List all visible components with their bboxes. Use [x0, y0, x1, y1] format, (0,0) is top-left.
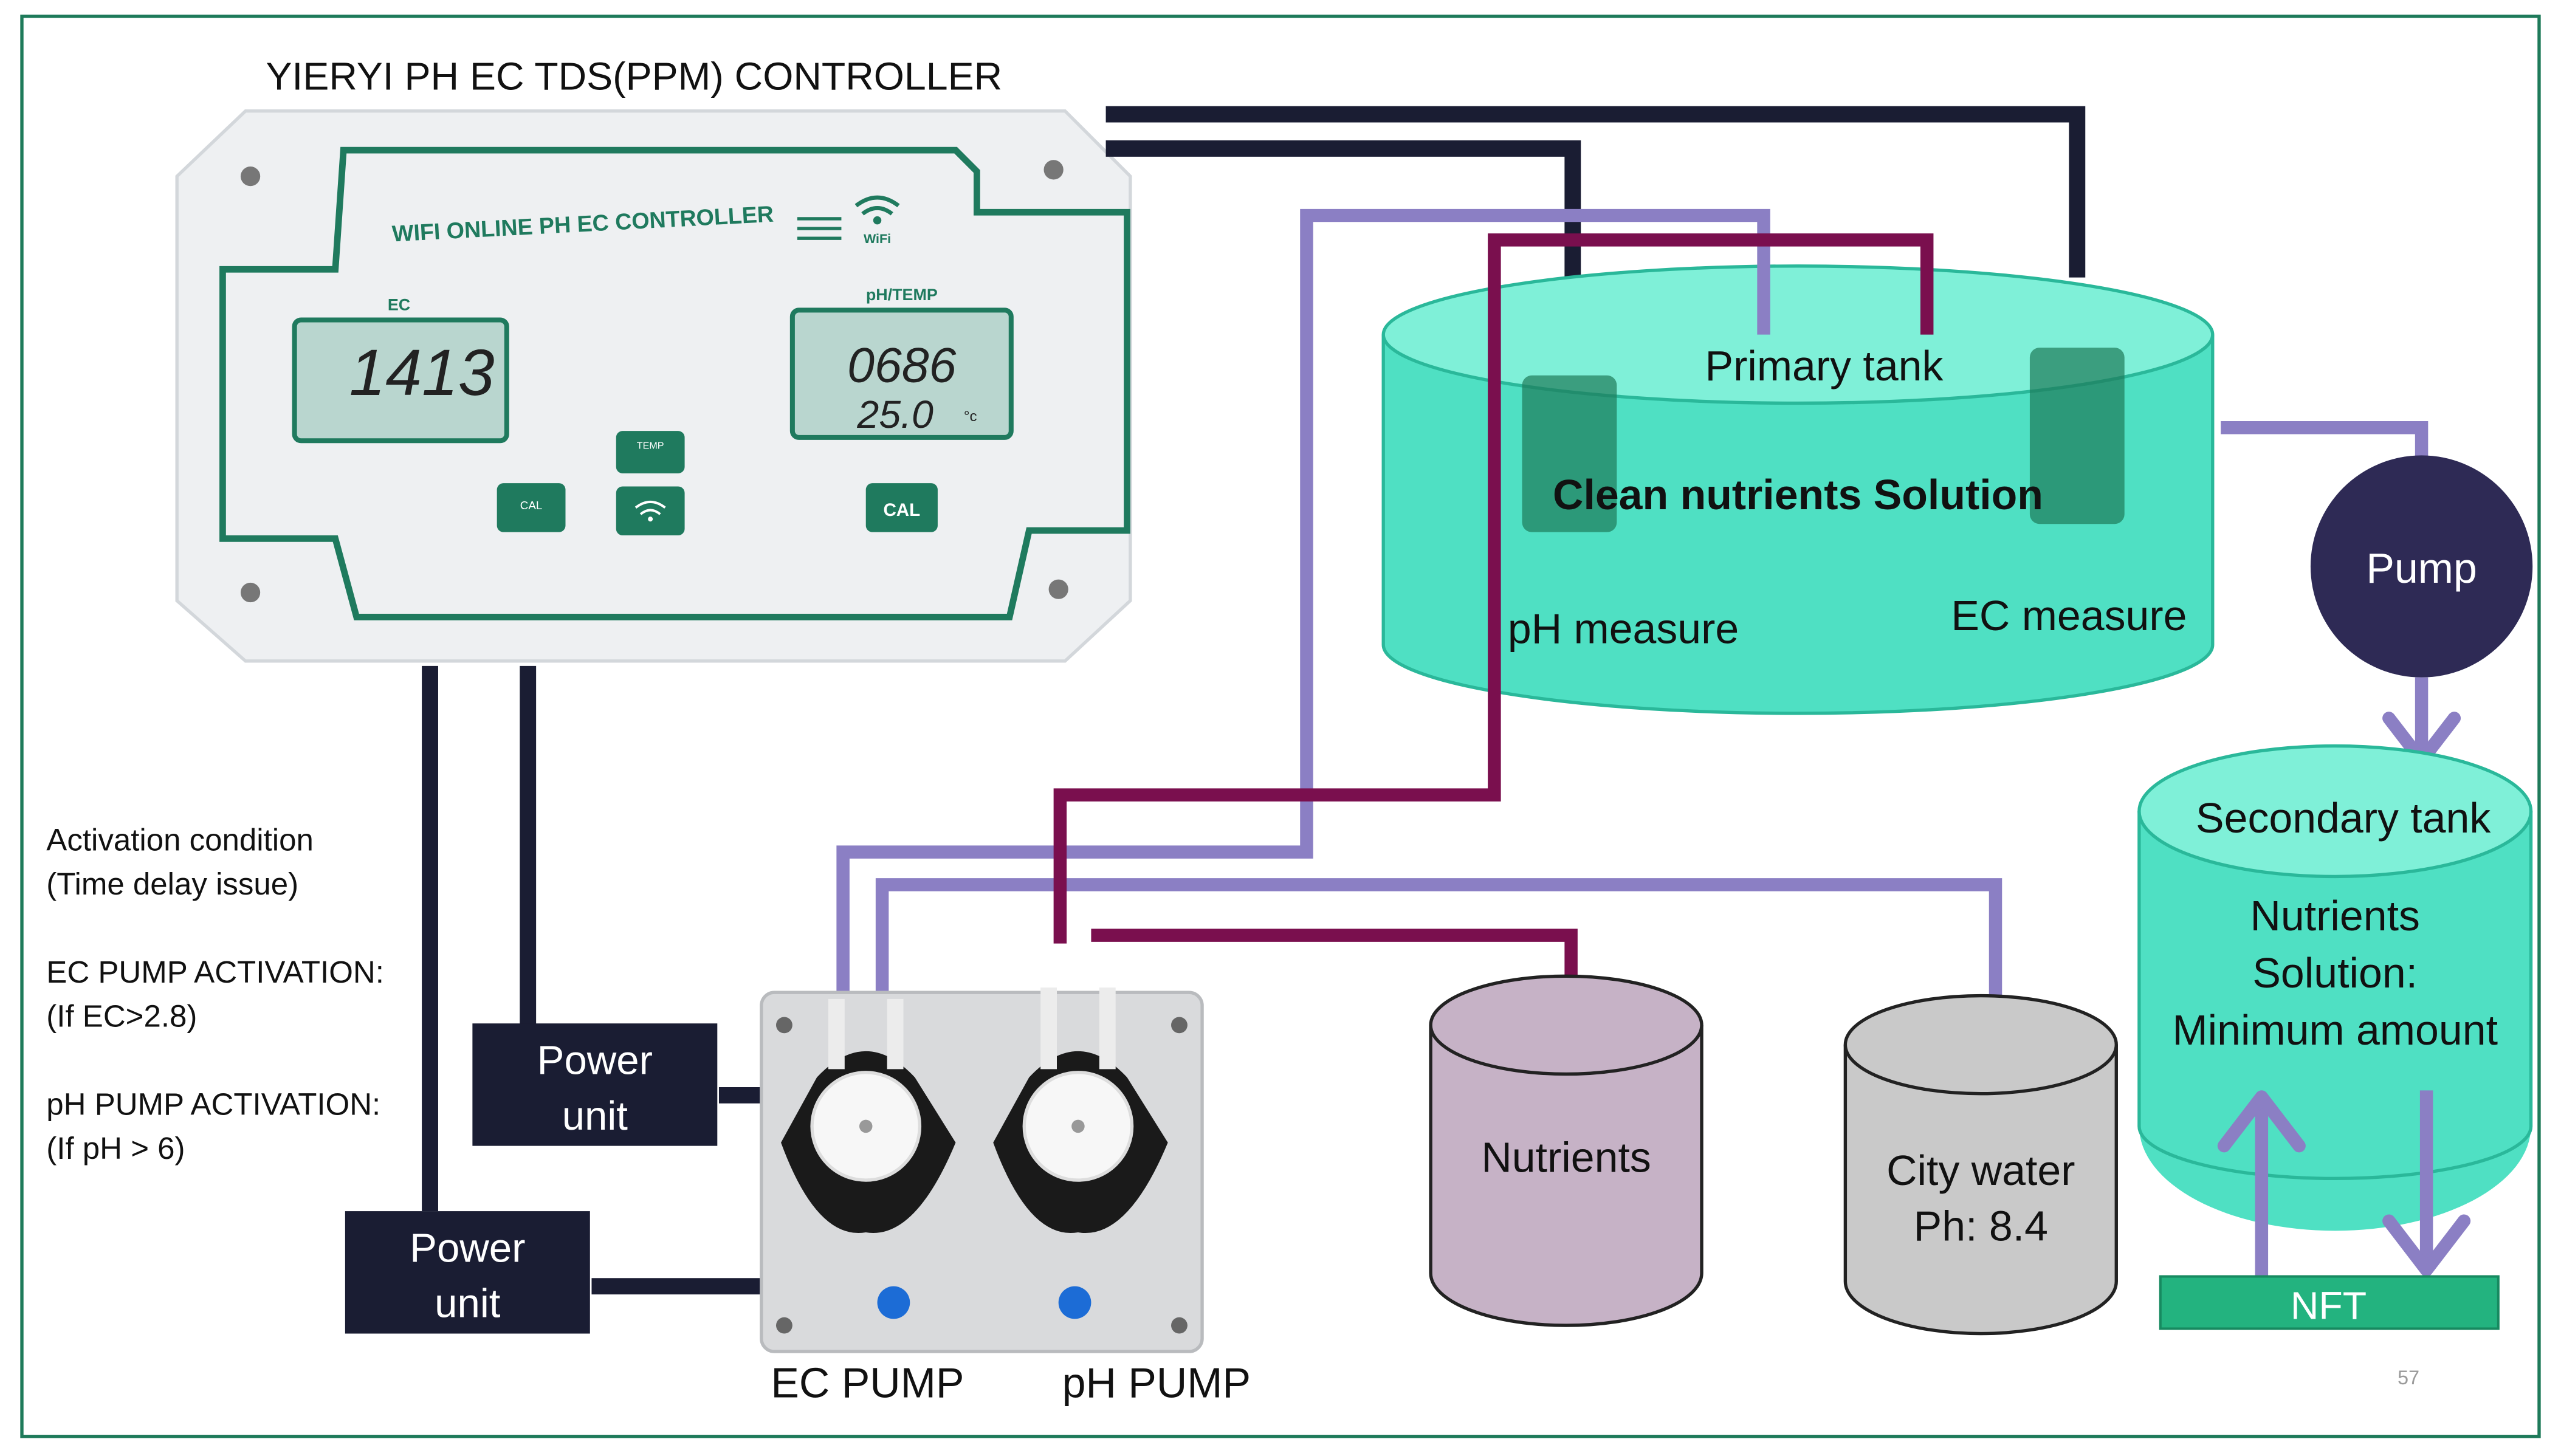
wifi-label: WiFi — [864, 232, 891, 246]
arrow-up-icon — [2217, 1090, 2306, 1153]
activation-line1: Activation condition — [46, 822, 314, 857]
city-water-line1: City water — [1886, 1147, 2075, 1194]
temp-button[interactable] — [616, 431, 685, 473]
temp-unit: °c — [964, 408, 977, 425]
cal-right-button[interactable] — [865, 483, 938, 532]
controller-title: YIERYI PH EC TDS(PPM) CONTROLLER — [266, 55, 1002, 98]
nft-label: NFT — [2291, 1283, 2367, 1327]
screw-icon — [775, 1317, 792, 1334]
power-unit-1-line1: Power — [537, 1037, 653, 1083]
city-water-tank — [1843, 994, 2118, 1336]
secondary-tank-title: Secondary tank — [2196, 794, 2491, 842]
controller-device: WIFI ONLINE PH EC CONTROLLER WiFi EC 141… — [175, 109, 1132, 663]
cal-left-label: CAL — [520, 499, 543, 512]
screw-icon — [240, 582, 261, 603]
secondary-tank-line1: Nutrients — [2250, 892, 2420, 939]
secondary-tank-line3: Minimum amount — [2172, 1006, 2498, 1054]
power-unit-1 — [472, 1023, 718, 1146]
secondary-tank-line2: Solution: — [2252, 949, 2418, 997]
nutrients-tank — [1429, 974, 1703, 1327]
primary-tank-title: Primary tank — [1705, 342, 1944, 390]
temp-display-value: 25.0 — [856, 393, 933, 436]
ec-pump-label: EC PUMP — [771, 1359, 964, 1406]
ph-display — [789, 307, 1014, 440]
pump-label: Pump — [2366, 544, 2477, 592]
ec-probe — [2029, 348, 2125, 524]
screw-icon — [1171, 1017, 1188, 1034]
power-unit-2-line2: unit — [435, 1281, 501, 1327]
screw-icon — [1171, 1317, 1188, 1334]
pump-box — [760, 987, 1204, 1353]
pump-circle — [2310, 455, 2533, 678]
screw-icon — [1043, 160, 1064, 180]
slide-number: 57 — [2398, 1367, 2419, 1389]
ph-display-label: pH/TEMP — [866, 286, 938, 304]
nft-bar — [2159, 1275, 2500, 1330]
screw-icon — [1048, 579, 1068, 599]
activation-ec-condition: (If EC>2.8) — [46, 999, 197, 1034]
ph-pump-label: pH PUMP — [1062, 1359, 1251, 1406]
activation-ec-title: EC PUMP ACTIVATION: — [46, 955, 384, 989]
activation-line2: (Time delay issue) — [46, 867, 298, 901]
ph-measure-label: pH measure — [1508, 605, 1739, 652]
primary-tank — [1381, 264, 2215, 715]
temp-button-label: TEMP — [637, 441, 664, 452]
city-water-line2: Ph: 8.4 — [1914, 1202, 2048, 1249]
primary-tank-subtitle: Clean nutrients Solution — [1553, 471, 2043, 518]
screw-icon — [775, 1017, 792, 1034]
power-unit-1-line2: unit — [562, 1093, 628, 1139]
wifi-icon — [854, 195, 900, 225]
arrow-down-icon — [2382, 1214, 2471, 1277]
ec-measure-label: EC measure — [1951, 592, 2187, 639]
power-unit-2 — [345, 1211, 590, 1334]
activation-ph-title: pH PUMP ACTIVATION: — [46, 1087, 380, 1122]
wifi-button-icon — [634, 500, 666, 522]
cal-left-button[interactable] — [497, 483, 566, 532]
cal-right-label: CAL — [883, 500, 920, 520]
ec-display-value: 1413 — [349, 336, 495, 409]
ec-display — [292, 317, 509, 444]
screw-icon — [240, 166, 261, 187]
ph-display-value: 0686 — [847, 338, 956, 393]
activation-ph-condition: (If pH > 6) — [46, 1131, 185, 1166]
nutrients-label: Nutrients — [1481, 1134, 1651, 1181]
ph-probe — [1522, 375, 1617, 532]
power-unit-2-line1: Power — [410, 1225, 525, 1271]
ec-display-label: EC — [388, 295, 410, 314]
menu-icon — [797, 217, 842, 240]
